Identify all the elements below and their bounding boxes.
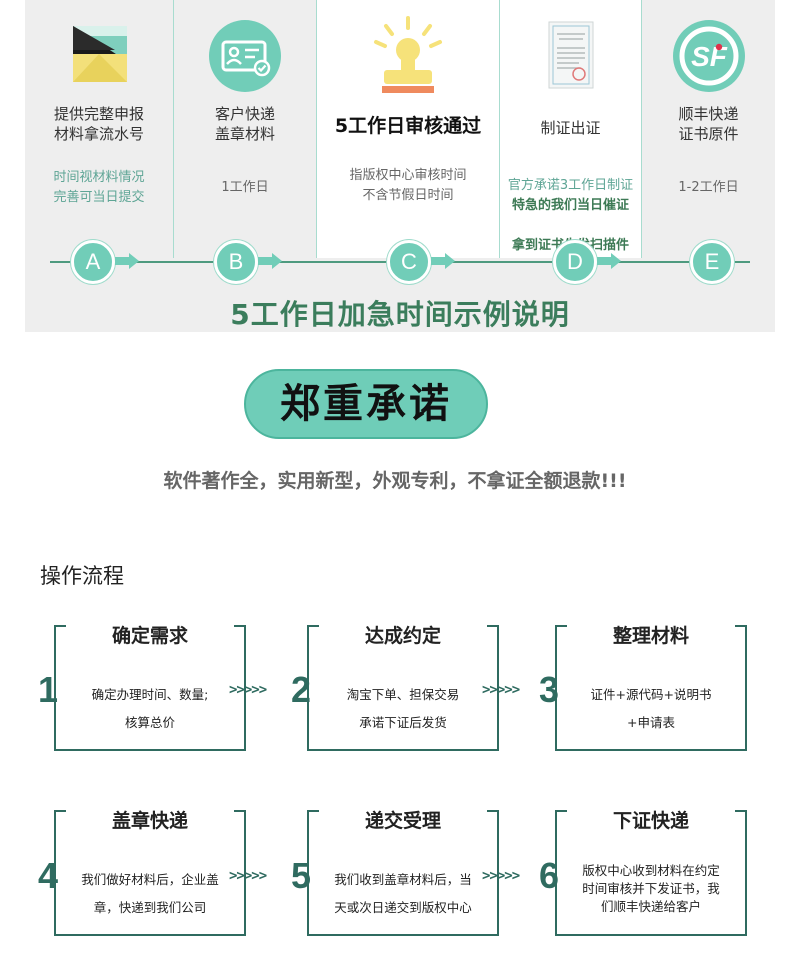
step-title: 5工作日审核通过 bbox=[334, 115, 482, 137]
step-number: 3 bbox=[539, 669, 560, 710]
step-number: 4 bbox=[38, 855, 59, 896]
step-marker-d: D bbox=[553, 240, 597, 284]
step-description: 淘宝下单、担保交易 承诺下证后发货 bbox=[346, 687, 460, 730]
chevrons-right-icon: >>>>> bbox=[229, 682, 267, 698]
timeline-step-a: 提供完整申报 材料拿流水号 时间视材料情况 完善可当日提交 bbox=[25, 0, 173, 258]
step-marker-a: A bbox=[71, 240, 115, 284]
process-step-4: 盖章快递 我们做好材料后，企业盖 章，快递到我们公司 bbox=[54, 810, 246, 936]
step-description: 确定办理时间、数量; 核算总价 bbox=[91, 687, 209, 730]
promise-text: 软件著作全，实用新型，外观专利，不拿证全额退款!!! bbox=[163, 470, 627, 492]
timeline-step-d: 制证出证 官方承诺3工作日制证 特急的我们当日催证 拿到证书先发扫描件 bbox=[500, 0, 641, 258]
timeline-step-e: SF 顺丰快递 证书原件 1-2工作日 bbox=[642, 0, 775, 258]
step-heading: 整理材料 bbox=[555, 623, 747, 649]
step-heading: 达成约定 bbox=[307, 623, 499, 649]
step-description: 证件+源代码+说明书 +申请表 bbox=[590, 687, 712, 730]
step-marker-c: C bbox=[387, 240, 431, 284]
box-frame bbox=[307, 625, 499, 751]
process-step-6: 下证快递 版权中心收到材料在约定 时间审核并下发证书，我 们顺丰快递给客户 bbox=[555, 810, 747, 936]
chevrons-right-icon: >>>>> bbox=[482, 868, 520, 884]
step-subtitle: 指版权中心审核时间 不含节假日时间 bbox=[349, 168, 467, 203]
process-step-3: 整理材料 证件+源代码+说明书 +申请表 bbox=[555, 625, 747, 751]
arrow-right-icon bbox=[258, 253, 282, 269]
step-subtitle: 1-2工作日 bbox=[678, 180, 739, 195]
step-subtitle: 1工作日 bbox=[221, 180, 269, 195]
step-heading: 确定需求 bbox=[54, 623, 246, 649]
process-step-5: 递交受理 我们收到盖章材料后，当 天或次日递交到版权中心 bbox=[307, 810, 499, 936]
box-frame bbox=[54, 625, 246, 751]
process-step-2: 达成约定 淘宝下单、担保交易 承诺下证后发货 bbox=[307, 625, 499, 751]
step-marker-b: B bbox=[214, 240, 258, 284]
step-heading: 下证快递 bbox=[555, 808, 747, 834]
step-heading: 递交受理 bbox=[307, 808, 499, 834]
stamp-icon bbox=[368, 16, 448, 96]
step-title: 顺丰快递 证书原件 bbox=[678, 105, 739, 143]
divider bbox=[641, 0, 642, 258]
box-frame bbox=[555, 810, 747, 936]
timeline-caption: 5工作日加急时间示例说明 bbox=[230, 298, 570, 331]
timeline-step-b: 客户快递 盖章材料 1工作日 bbox=[174, 0, 316, 258]
box-frame bbox=[307, 810, 499, 936]
step-subtitle-line: 官方承诺3工作日制证 bbox=[507, 178, 634, 193]
promise-badge: 郑重承诺 bbox=[244, 369, 488, 439]
step-title: 客户快递 盖章材料 bbox=[214, 105, 275, 143]
process-step-1: 确定需求 确定办理时间、数量; 核算总价 bbox=[54, 625, 246, 751]
arrow-right-icon bbox=[597, 253, 621, 269]
step-subtitle: 时间视材料情况 完善可当日提交 bbox=[53, 170, 145, 205]
step-description: 我们收到盖章材料后，当 天或次日递交到版权中心 bbox=[334, 872, 472, 915]
step-description: 版权中心收到材料在约定 时间审核并下发证书，我 们顺丰快递给客户 bbox=[582, 863, 720, 914]
step-heading: 盖章快递 bbox=[54, 808, 246, 834]
step-subtitle: 官方承诺3工作日制证 特急的我们当日催证 拿到证书先发扫描件 bbox=[500, 156, 641, 276]
step-title: 制证出证 bbox=[540, 119, 601, 137]
step-number: 6 bbox=[539, 855, 560, 896]
divider bbox=[499, 0, 500, 258]
svg-text:SF: SF bbox=[691, 41, 728, 72]
step-number: 5 bbox=[291, 855, 312, 896]
step-title: 提供完整申报 材料拿流水号 bbox=[53, 105, 144, 143]
document-folder-icon bbox=[59, 16, 139, 96]
chevrons-right-icon: >>>>> bbox=[229, 868, 267, 884]
box-frame bbox=[555, 625, 747, 751]
arrow-right-icon bbox=[431, 253, 455, 269]
sf-express-icon: SF bbox=[669, 16, 749, 96]
divider bbox=[316, 0, 317, 258]
step-subtitle-emphasis: 特急的我们当日催证 bbox=[511, 198, 629, 213]
step-marker-e: E bbox=[690, 240, 734, 284]
certificate-icon bbox=[531, 16, 611, 96]
step-number: 1 bbox=[38, 669, 59, 710]
divider bbox=[173, 0, 174, 258]
box-frame bbox=[54, 810, 246, 936]
timeline-step-c: 5工作日审核通过 指版权中心审核时间 不含节假日时间 bbox=[317, 0, 499, 258]
step-description: 我们做好材料后，企业盖 章，快递到我们公司 bbox=[81, 872, 219, 915]
step-number: 2 bbox=[291, 669, 312, 710]
arrow-right-icon bbox=[115, 253, 139, 269]
process-section-title: 操作流程 bbox=[40, 564, 124, 588]
timeline-panel: 提供完整申报 材料拿流水号 时间视材料情况 完善可当日提交 客户快递 盖章材料 … bbox=[25, 0, 775, 332]
id-card-icon bbox=[205, 16, 285, 96]
chevrons-right-icon: >>>>> bbox=[482, 682, 520, 698]
